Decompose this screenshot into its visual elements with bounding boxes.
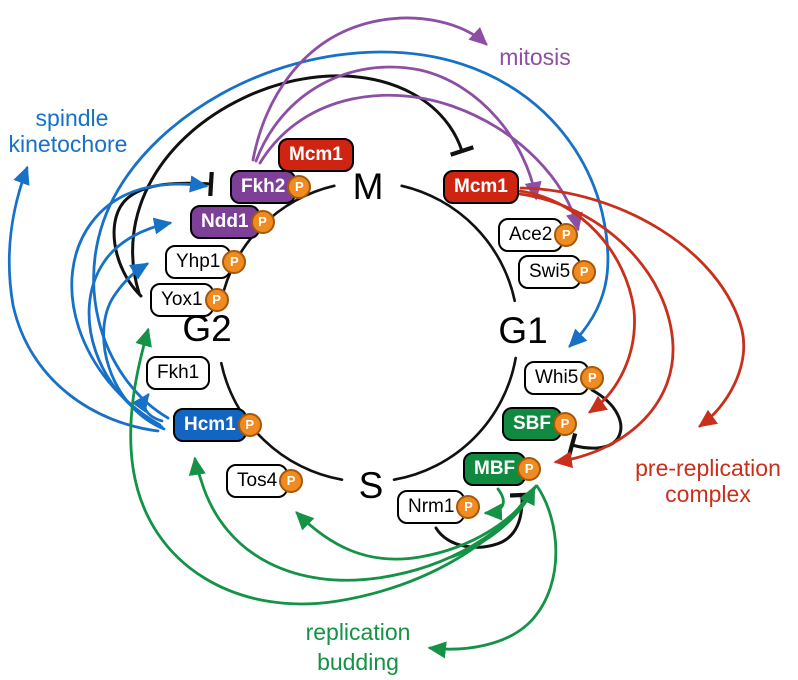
node-hcm1: Hcm1 P — [173, 408, 262, 442]
node-tos4: Tos4 P — [226, 464, 304, 498]
phospho-badge-icon: P — [250, 210, 275, 234]
arrow-fkh2-to-swi5 — [258, 93, 583, 232]
node-label: Hcm1 — [184, 414, 236, 435]
arrow-nrm1-inhibits-mbf — [434, 492, 535, 549]
arrow-fkh2-to-mitosis — [251, 16, 488, 162]
node-label: SBF — [513, 413, 551, 434]
node-label: Whi5 — [535, 367, 579, 388]
cycle-arc-s-g2 — [220, 361, 344, 481]
arrow-into-mbf — [450, 485, 536, 559]
cycle-arc-m-g1 — [400, 184, 516, 303]
node-ace2: Ace2 P — [498, 218, 579, 252]
node-label: Yox1 — [161, 289, 203, 310]
node-label: Swi5 — [529, 261, 571, 282]
node-fkh1: Fkh1 — [146, 356, 211, 390]
node-ndd1: Ndd1 P — [190, 205, 275, 239]
phospho-badge-icon: P — [572, 260, 597, 284]
node-label: Fkh2 — [241, 176, 286, 197]
node-fkh2: Fkh2 P — [230, 170, 312, 204]
phase-label-m: M — [353, 166, 384, 207]
arrow-whi5-inhibits-sbf — [566, 388, 623, 458]
node-label: Nrm1 — [408, 496, 455, 517]
phase-label-s: S — [359, 465, 384, 506]
node-sbf: SBF P — [502, 407, 577, 441]
phospho-badge-icon: P — [279, 469, 304, 493]
arrow-hcm1-to-fkh2 — [70, 175, 209, 427]
phospho-badge-icon: P — [554, 223, 579, 247]
label-spindle: spindle — [36, 105, 109, 131]
arrow-hcm1-to-fkh1 — [131, 393, 164, 423]
node-mcm1-m-right: Mcm1 — [443, 170, 519, 204]
arrow-mbf-to-yox1 — [129, 327, 534, 606]
arrow-mbf-to-replication-budding — [427, 484, 558, 659]
label-kinetochore: kinetochore — [9, 131, 128, 157]
phospho-badge-icon: P — [204, 288, 229, 312]
phospho-badge-icon: P — [237, 413, 262, 437]
node-nrm1: Nrm1 P — [397, 490, 481, 524]
node-label: Mcm1 — [454, 176, 508, 197]
arrow-hcm1-to-yhp1 — [102, 262, 166, 431]
node-label: Fkh1 — [157, 362, 200, 383]
node-whi5: Whi5 P — [524, 361, 605, 395]
node-label: MBF — [474, 458, 516, 479]
node-yox1: Yox1 P — [150, 283, 229, 317]
arrow-yox1-inhibits-mcm1 — [131, 74, 475, 295]
arrow-hcm1-to-whi5 — [92, 50, 610, 420]
phospho-badge-icon: P — [517, 457, 542, 481]
label-replication: replication — [306, 619, 411, 645]
node-label: Ace2 — [509, 224, 553, 245]
phospho-badge-icon: P — [222, 250, 247, 274]
arrow-mcm1-to-pre-replication-complex — [519, 186, 745, 428]
node-label: Mcm1 — [289, 144, 343, 165]
node-mbf: MBF P — [463, 452, 542, 486]
phospho-badge-icon: P — [553, 412, 577, 436]
node-label: Yhp1 — [176, 251, 221, 272]
node-label: Ndd1 — [201, 211, 249, 232]
node-mcm1-m-left: Mcm1 — [278, 138, 354, 172]
arrow-mbf-to-hcm1 — [188, 456, 536, 582]
arrow-fkh2-to-ace2 — [254, 65, 542, 201]
label-pre-replication: pre-replication — [635, 455, 781, 481]
cycle-arc-g1-s — [392, 356, 517, 481]
node-label: Tos4 — [237, 470, 278, 491]
phospho-badge-icon: P — [287, 175, 312, 199]
node-yhp1: Yhp1 P — [165, 245, 247, 279]
phospho-badge-icon: P — [456, 495, 481, 519]
label-complex: complex — [665, 481, 751, 507]
arrow-hcm1-to-spindle-kinetochore — [7, 165, 160, 433]
phase-label-g1: G1 — [498, 310, 547, 351]
arrow-mbf-to-nrm1 — [483, 487, 505, 521]
label-budding: budding — [317, 649, 399, 675]
node-swi5: Swi5 P — [518, 255, 597, 289]
label-mitosis: mitosis — [499, 44, 571, 70]
arrow-mcm1-to-mbf — [518, 192, 675, 469]
phospho-badge-icon: P — [580, 366, 605, 390]
